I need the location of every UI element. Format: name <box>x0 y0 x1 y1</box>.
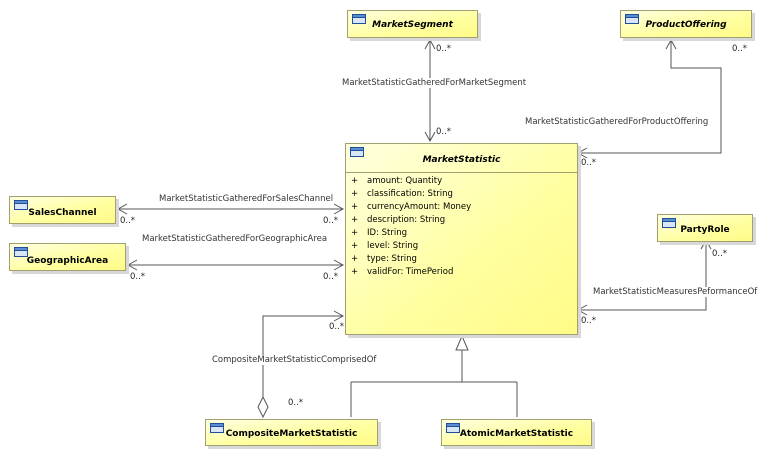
visibility-marker: + <box>351 267 359 277</box>
class-name: GeographicArea <box>26 256 109 266</box>
class-atomic-market-statistic[interactable]: AtomicMarketStatistic <box>441 419 592 446</box>
attribute-row: + amount: Quantity <box>351 175 471 188</box>
class-icon <box>210 423 224 433</box>
multiplicity: 0..* <box>323 216 339 226</box>
class-product-offering[interactable]: ProductOffering <box>620 10 752 38</box>
class-name: ProductOffering <box>645 20 727 30</box>
generalization-arrow <box>455 334 469 351</box>
class-name: MarketStatistic <box>422 155 501 165</box>
class-name: CompositeMarketStatistic <box>225 429 358 439</box>
assoc-label-party-role: MarketStatisticMeasuresPeformanceOf <box>592 287 759 297</box>
multiplicity: 0..* <box>732 44 748 54</box>
attribute-row: + description: String <box>351 214 471 227</box>
visibility-marker: + <box>351 228 359 238</box>
attribute-text: level: String <box>367 241 419 251</box>
assoc-label-geographic-area: MarketStatisticGatheredForGeographicArea <box>141 234 329 244</box>
class-name: SalesChannel <box>28 208 97 218</box>
attribute-row: + validFor: TimePeriod <box>351 266 471 279</box>
attribute-text: ID: String <box>367 228 407 238</box>
class-geographic-area[interactable]: GeographicArea <box>9 243 126 271</box>
attribute-text: description: String <box>367 215 446 225</box>
multiplicity: 0..* <box>436 44 452 54</box>
attribute-list: + amount: Quantity + classification: String… <box>351 175 471 279</box>
multiplicity: 0..* <box>120 216 136 226</box>
link-product-offering <box>578 40 722 154</box>
class-name: MarketSegment <box>372 20 453 30</box>
aggregation-diamond <box>257 395 269 419</box>
class-composite-market-statistic[interactable]: CompositeMarketStatistic <box>205 419 378 446</box>
attribute-text: amount: Quantity <box>367 176 443 186</box>
attribute-row: + type: String <box>351 253 471 266</box>
visibility-marker: + <box>351 202 359 212</box>
multiplicity: 0..* <box>130 272 146 282</box>
attribute-row: + currencyAmount: Money <box>351 201 471 214</box>
visibility-marker: + <box>351 189 359 199</box>
link-composite <box>262 315 343 398</box>
class-name: AtomicMarketStatistic <box>459 429 574 439</box>
multiplicity: 0..* <box>329 322 345 332</box>
class-icon <box>352 14 366 24</box>
multiplicity: 0..* <box>581 316 597 326</box>
class-icon <box>14 247 28 257</box>
multiplicity: 0..* <box>288 398 304 408</box>
class-market-segment[interactable]: MarketSegment <box>347 10 478 38</box>
class-divider <box>346 172 577 173</box>
class-icon <box>625 14 639 24</box>
visibility-marker: + <box>351 215 359 225</box>
class-market-statistic[interactable]: MarketStatistic + amount: Quantity + classi… <box>345 143 578 335</box>
multiplicity: 0..* <box>323 272 339 282</box>
class-icon <box>446 423 460 433</box>
attribute-row: + ID: String <box>351 227 471 240</box>
multiplicity: 0..* <box>436 127 452 137</box>
class-name: PartyRole <box>680 225 730 235</box>
class-icon <box>350 147 364 157</box>
class-party-role[interactable]: PartyRole <box>657 214 753 242</box>
class-icon <box>662 218 676 228</box>
attribute-text: currencyAmount: Money <box>367 202 472 212</box>
visibility-marker: + <box>351 241 359 251</box>
visibility-marker: + <box>351 176 359 186</box>
class-icon <box>14 200 28 210</box>
attribute-text: validFor: TimePeriod <box>367 267 454 277</box>
multiplicity: 0..* <box>712 249 728 259</box>
assoc-label-product-offering: MarketStatisticGatheredForProductOfferin… <box>524 117 710 127</box>
attribute-row: + classification: String <box>351 188 471 201</box>
attribute-text: type: String <box>367 254 417 264</box>
class-sales-channel[interactable]: SalesChannel <box>9 196 116 224</box>
attribute-text: classification: String <box>367 189 453 199</box>
assoc-label-composite: CompositeMarketStatisticComprisedOf <box>211 355 378 365</box>
attribute-row: + level: String <box>351 240 471 253</box>
assoc-label-sales-channel: MarketStatisticGatheredForSalesChannel <box>158 194 335 204</box>
visibility-marker: + <box>351 254 359 264</box>
assoc-label-market-segment: MarketStatisticGatheredForMarketSegment <box>341 78 528 88</box>
link-party-role <box>578 240 707 311</box>
multiplicity: 0..* <box>581 158 597 168</box>
